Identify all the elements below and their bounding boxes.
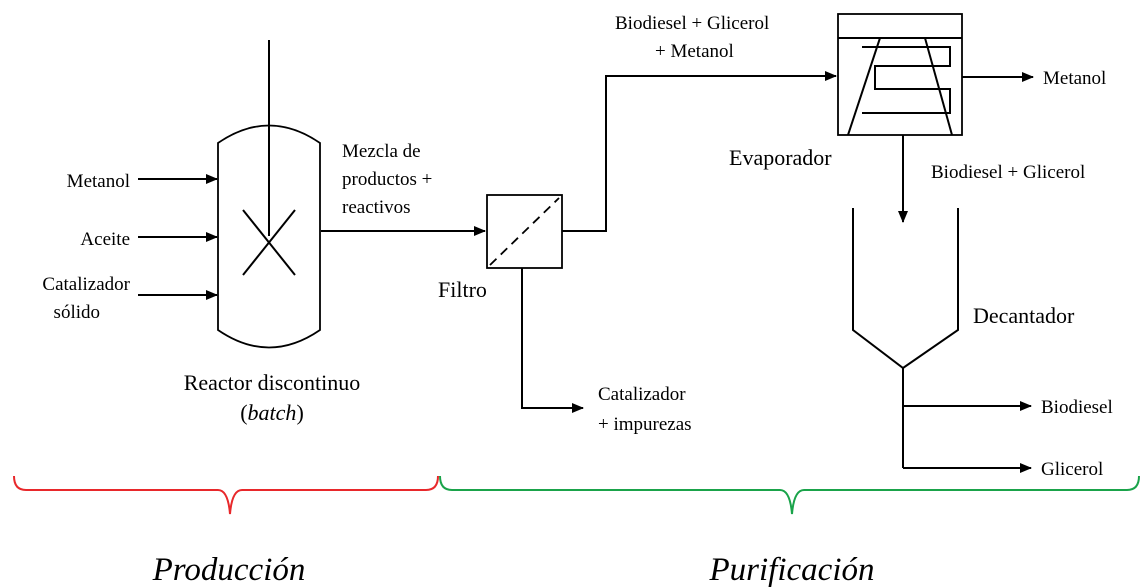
evaporator-bottom-out-label: Biodiesel + Glicerol [931, 162, 1085, 183]
reactor-outlet-label-1: Mezcla de [342, 141, 421, 162]
evaporator-cone-right [924, 37, 953, 136]
reactor-vessel [217, 124, 321, 349]
purification-section-label: Purificación [709, 552, 875, 588]
arrow-filter-to-catalyst-out [521, 268, 584, 413]
evaporator [837, 13, 963, 136]
input-catalyst-label-2: sólido [54, 302, 100, 323]
decanter-out2-label: Glicerol [1041, 459, 1103, 480]
evaporator-title: Evaporador [729, 145, 832, 170]
impeller-blade-2 [242, 209, 296, 276]
filter-bottom-label-1: Catalizador [598, 384, 686, 405]
reactor-subtitle: (batch) [240, 400, 304, 425]
input-oil-label: Aceite [80, 229, 130, 250]
decanter [852, 208, 959, 370]
filter-title: Filtro [438, 277, 487, 302]
filter-membrane [489, 197, 560, 266]
decanter-title: Decantador [973, 303, 1075, 328]
decanter-out1-label: Biodiesel [1041, 397, 1113, 418]
purification-brace [439, 475, 1140, 515]
decanter-vessel [852, 208, 959, 370]
reactor [217, 40, 321, 349]
arrow-filter-to-evaporator [562, 71, 837, 232]
reactor-outlet-label-3: reactivos [342, 197, 411, 218]
input-catalyst-label-1: Catalizador [42, 274, 130, 295]
filter-outlet-label-2: + Metanol [655, 41, 734, 62]
reactor-outlet-label-2: productos + [342, 169, 432, 190]
evaporator-cone-left [847, 37, 881, 136]
reactor-title: Reactor discontinuo [184, 370, 361, 395]
filter-bottom-label-2: + impurezas [598, 414, 692, 435]
input-methanol-label: Metanol [67, 171, 130, 192]
evaporator-box [837, 13, 963, 136]
filter [486, 194, 563, 269]
production-brace [13, 475, 439, 515]
evaporator-coil [862, 46, 951, 114]
evaporator-top-out-label: Metanol [1043, 68, 1106, 89]
production-section-label: Producción [152, 552, 306, 588]
filter-outlet-label-1: Biodiesel + Glicerol [615, 13, 769, 34]
